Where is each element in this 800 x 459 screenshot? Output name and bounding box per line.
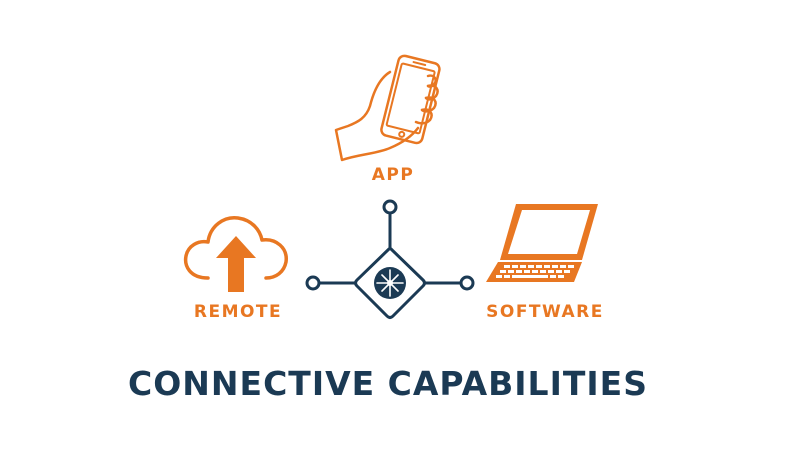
laptop-icon [486, 204, 598, 282]
software-label: SOFTWARE [486, 302, 604, 322]
remote-label: REMOTE [193, 302, 283, 322]
page-title: CONNECTIVE CAPABILITIES [128, 364, 648, 403]
cloud-upload-icon [183, 216, 288, 292]
connector-hub-icon [305, 199, 475, 319]
hand-phone-icon [334, 54, 441, 162]
app-label: APP [371, 165, 415, 185]
